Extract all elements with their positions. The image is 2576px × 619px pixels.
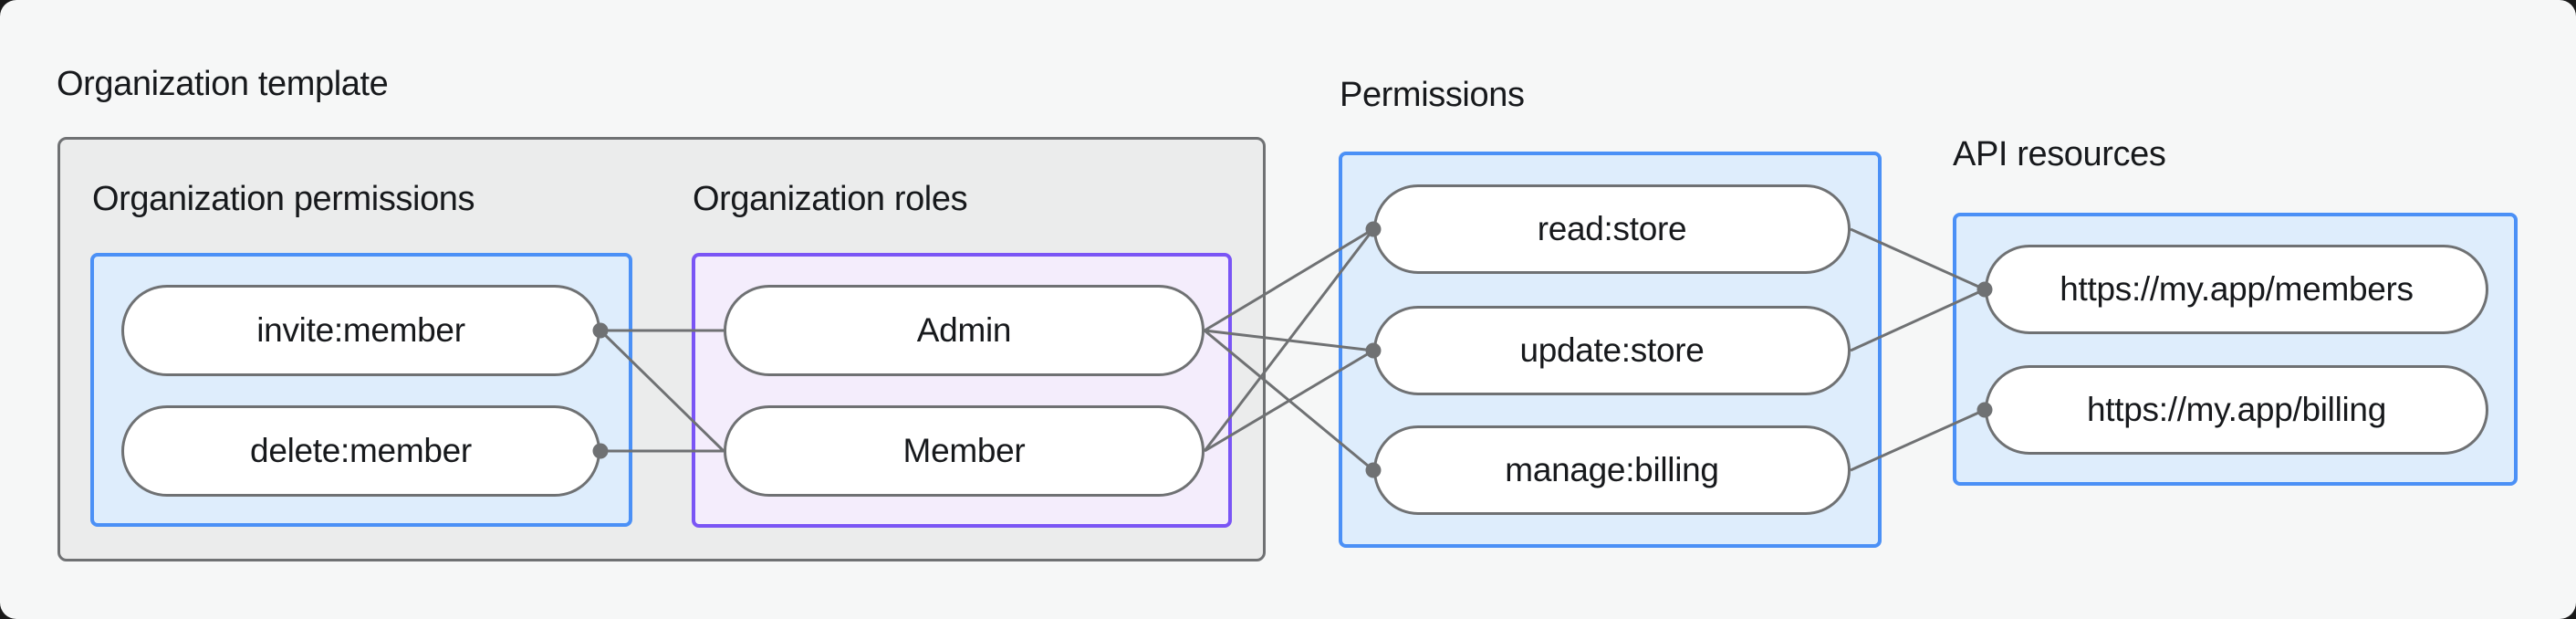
admin-role-node: Admin <box>724 285 1205 376</box>
permissions-heading: Permissions <box>1340 76 1525 114</box>
api-billing-url-node: https://my.app/billing <box>1985 365 2488 455</box>
organization-permissions-heading: Organization permissions <box>92 180 475 218</box>
manage-billing-node: manage:billing <box>1373 425 1851 515</box>
organization-template-heading: Organization template <box>57 65 389 103</box>
read-store-node: read:store <box>1373 184 1851 274</box>
member-role-node: Member <box>724 405 1205 497</box>
api-members-url-node: https://my.app/members <box>1985 245 2488 334</box>
update-store-node: update:store <box>1373 306 1851 395</box>
organization-roles-heading: Organization roles <box>693 180 968 218</box>
api-resources-heading: API resources <box>1953 135 2166 173</box>
invite-member-node: invite:member <box>121 285 600 376</box>
delete-member-node: delete:member <box>121 405 600 497</box>
